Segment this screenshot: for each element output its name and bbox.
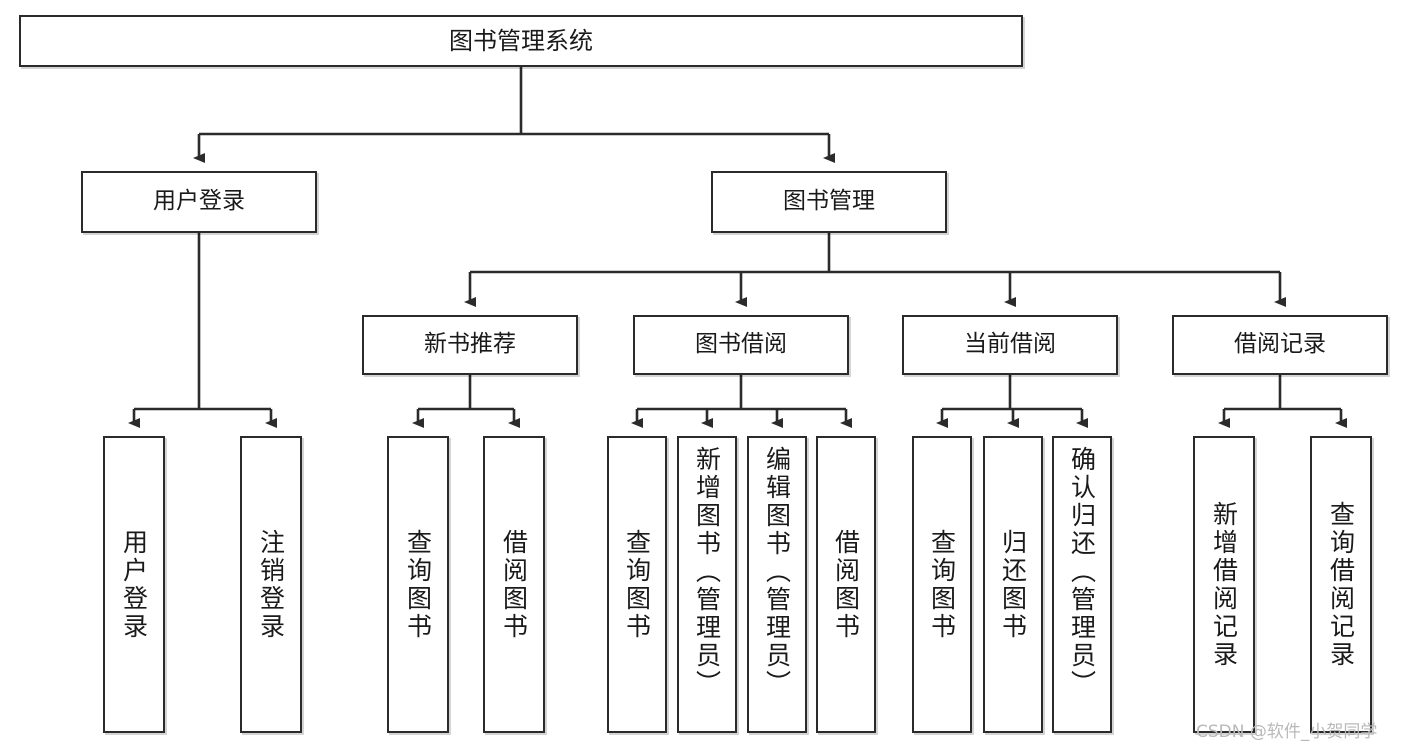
node-leaf-user-login[interactable]: 用户登录 (103, 436, 165, 733)
node-user-login[interactable]: 用户登录 (81, 171, 317, 233)
node-current-borrow[interactable]: 当前借阅 (902, 315, 1118, 375)
node-label-leaf-borrow-book-rec: 借阅图书 (499, 528, 529, 641)
node-label-leaf-confirm-return-admin: 确认归还（管理员） (1067, 446, 1097, 698)
node-book-borrow[interactable]: 图书借阅 (633, 315, 849, 375)
node-label-current-borrow: 当前借阅 (964, 331, 1056, 358)
node-leaf-borrow-book-bb[interactable]: 借阅图书 (816, 436, 876, 733)
node-leaf-edit-book-admin[interactable]: 编辑图书（管理员） (747, 436, 807, 733)
node-label-book-borrow: 图书借阅 (695, 331, 787, 358)
node-label-user-login: 用户登录 (153, 188, 245, 215)
node-label-book-management: 图书管理 (783, 188, 875, 215)
node-leaf-query-borrow-record[interactable]: 查询借阅记录 (1310, 436, 1372, 733)
node-label-leaf-query-borrow-record: 查询借阅记录 (1326, 500, 1356, 669)
node-borrow-record[interactable]: 借阅记录 (1172, 315, 1388, 375)
node-root[interactable]: 图书管理系统 (19, 15, 1023, 67)
node-leaf-borrow-book-rec[interactable]: 借阅图书 (483, 436, 545, 733)
node-label-new-book-recommend: 新书推荐 (424, 331, 516, 358)
node-label-root: 图书管理系统 (449, 26, 593, 55)
node-leaf-query-book-rec[interactable]: 查询图书 (387, 436, 449, 733)
node-leaf-return-book[interactable]: 归还图书 (983, 436, 1043, 733)
node-leaf-add-book-admin[interactable]: 新增图书（管理员） (677, 436, 737, 733)
node-label-borrow-record: 借阅记录 (1234, 331, 1326, 358)
node-leaf-add-borrow-record[interactable]: 新增借阅记录 (1193, 436, 1255, 733)
node-leaf-confirm-return-admin[interactable]: 确认归还（管理员） (1052, 436, 1112, 733)
node-label-leaf-query-book-rec: 查询图书 (403, 528, 433, 641)
node-label-leaf-user-login: 用户登录 (119, 528, 149, 641)
node-label-leaf-return-book: 归还图书 (998, 528, 1028, 641)
node-label-leaf-add-book-admin: 新增图书（管理员） (692, 446, 722, 698)
node-label-leaf-query-book-bb: 查询图书 (622, 528, 652, 641)
node-label-leaf-edit-book-admin: 编辑图书（管理员） (762, 446, 792, 698)
csdn-watermark: CSDN @软件_小贺同学 (1196, 722, 1378, 742)
node-leaf-query-book-bb[interactable]: 查询图书 (607, 436, 667, 733)
node-label-leaf-logout: 注销登录 (256, 528, 286, 641)
node-book-management[interactable]: 图书管理 (711, 171, 947, 233)
node-leaf-query-book-cb[interactable]: 查询图书 (912, 436, 972, 733)
node-leaf-logout[interactable]: 注销登录 (240, 436, 302, 733)
node-label-leaf-query-book-cb: 查询图书 (927, 528, 957, 641)
node-label-leaf-add-borrow-record: 新增借阅记录 (1209, 500, 1239, 669)
node-new-book-recommend[interactable]: 新书推荐 (362, 315, 578, 375)
node-label-leaf-borrow-book-bb: 借阅图书 (831, 528, 861, 641)
